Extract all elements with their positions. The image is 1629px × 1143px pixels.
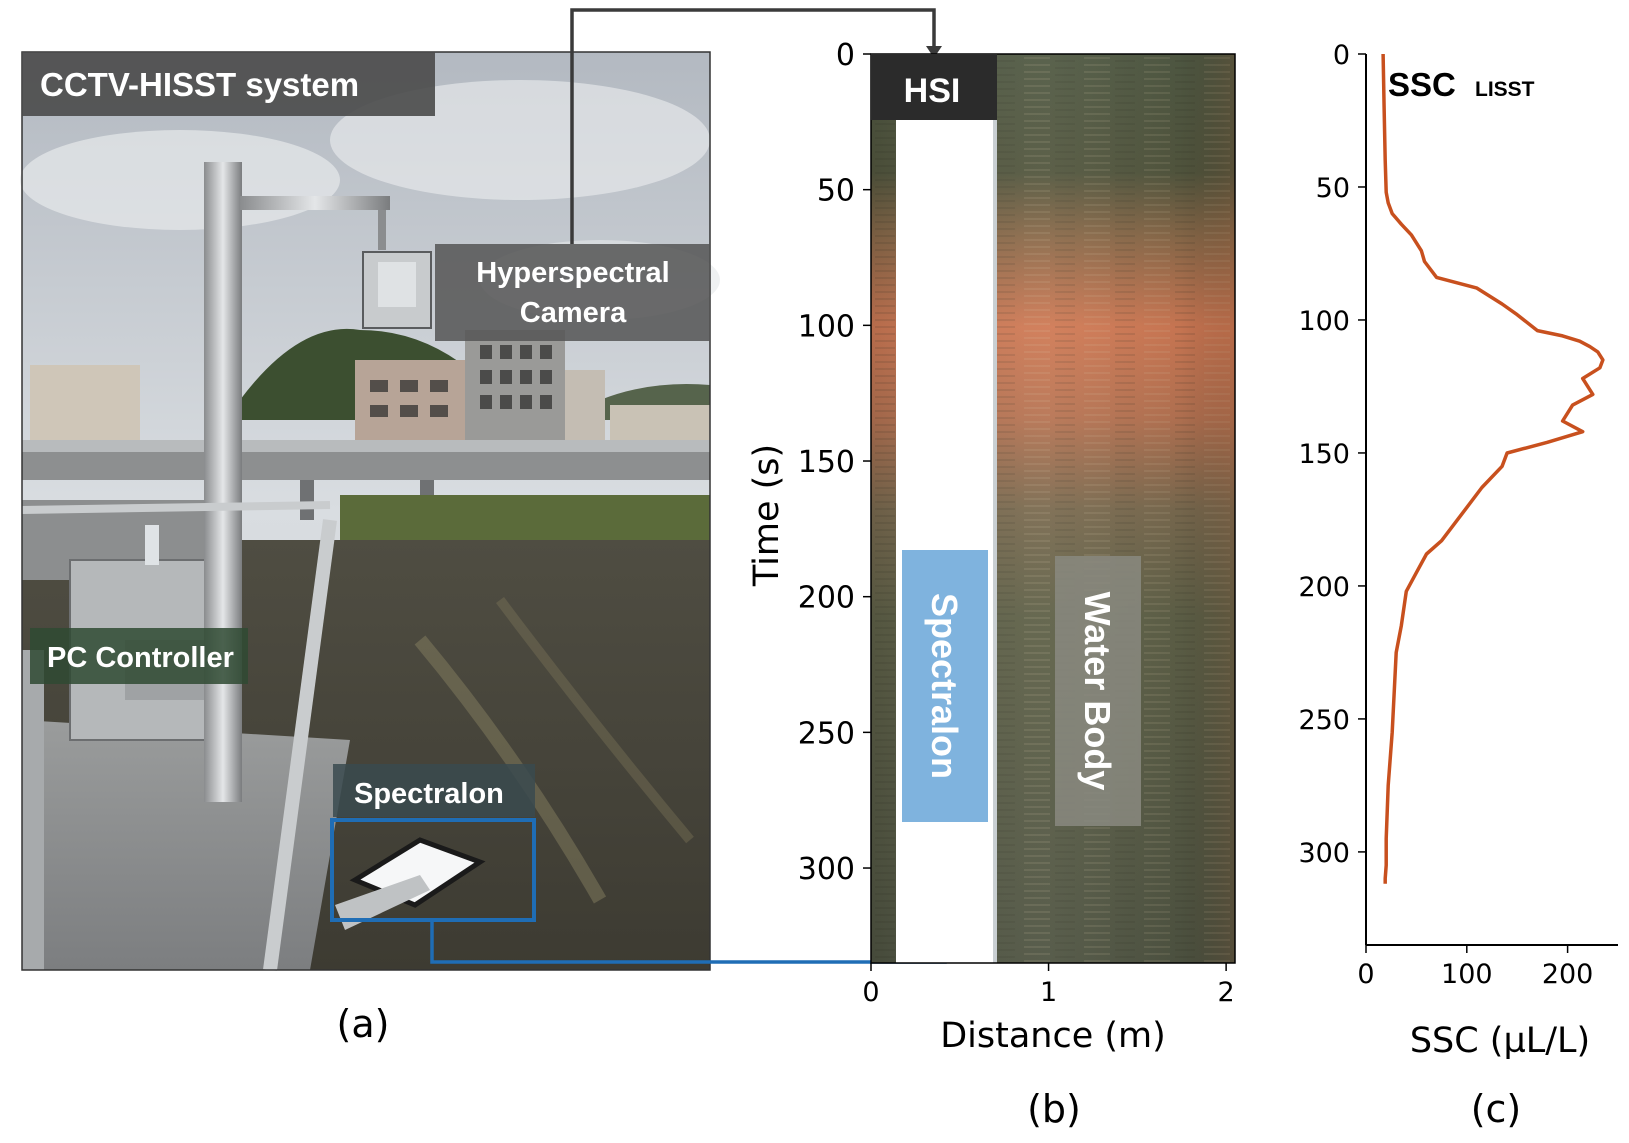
hsi-ytick-label: 200 [798, 581, 855, 616]
photo-camera-front [378, 262, 416, 307]
spectralon-photo-label: Spectralon [354, 778, 504, 810]
photo-handrail-top [21, 501, 331, 514]
ssc-ytick-label: 300 [1298, 838, 1350, 869]
photo-bridge-pier [300, 480, 314, 520]
camera-connector-arrow [926, 46, 942, 58]
ssc-ytick-label: 250 [1298, 705, 1350, 736]
hsi-label-bg [871, 54, 997, 120]
system-title: CCTV-HISST system [40, 66, 359, 103]
caption-c: (c) [1471, 1087, 1522, 1131]
ssc-xlabel: SSC (µL/L) [1410, 1021, 1590, 1061]
photo-panel [20, 51, 720, 971]
photo-cloud [20, 130, 340, 230]
hsi-plot-frame [870, 53, 1236, 964]
ssc-ytick-label: 100 [1298, 306, 1350, 337]
camera-label-bg [435, 244, 710, 341]
hsi-spectralon-strip [896, 54, 993, 963]
hsi-ytick-label: 50 [817, 174, 855, 209]
spectralon-strip-label-bg [902, 550, 988, 822]
photo-bridge-rail [22, 440, 710, 452]
photo-deck [22, 720, 350, 970]
hsi-ytick-label: 250 [798, 716, 855, 751]
ssc-ytick-label: 200 [1298, 572, 1350, 603]
ssc-title: SSC [1388, 66, 1456, 103]
photo-mast [204, 162, 242, 802]
camera-label-line2: Camera [520, 297, 627, 329]
hsi-ytick-label: 150 [798, 445, 855, 480]
photo-handrail [263, 519, 337, 971]
photo-mast-arm [240, 196, 390, 210]
photo-spectralon-arm [335, 875, 430, 930]
hsi-ytick-label: 300 [798, 852, 855, 887]
photo-mast-hanger [378, 210, 386, 250]
hsi-xtick-label: 0 [862, 977, 879, 1008]
water-body-label-bg [1055, 556, 1141, 826]
ssc-ytick-label: 150 [1298, 439, 1350, 470]
ssc-ytick-label: 0 [1333, 40, 1350, 71]
hsi-strip-edge [993, 54, 997, 963]
hsi-ylabel: Time (s) [747, 444, 787, 587]
photo-reeds [340, 495, 710, 545]
photo-windows [370, 345, 552, 417]
controller-label-bg [30, 628, 248, 684]
ssc-profile-line [1381, 53, 1605, 884]
photo-bridge [22, 450, 710, 480]
ssc-xtick-label: 0 [1357, 959, 1374, 990]
spectralon-photo-label-bg [333, 764, 535, 817]
ssc-xtick-label: 100 [1441, 959, 1493, 990]
spectralon-strip-label: Spectralon [924, 593, 965, 779]
water-body-label: Water Body [1077, 592, 1118, 791]
hsi-label: HSI [904, 72, 961, 110]
ssc-title-sub: LISST [1475, 78, 1535, 101]
caption-a: (a) [337, 1002, 390, 1046]
photo-bottle [145, 525, 159, 565]
hsi-xtick-label: 1 [1040, 977, 1057, 1008]
ssc-xtick-label: 200 [1542, 959, 1594, 990]
hsi-xtick-label: 2 [1218, 977, 1235, 1008]
hsi-xlabel: Distance (m) [940, 1016, 1166, 1056]
camera-label-line1: Hyperspectral [476, 257, 669, 289]
photo-sediment-plume [496, 596, 694, 844]
hsi-ytick-label: 100 [798, 309, 855, 344]
camera-connector [570, 8, 936, 244]
photo-post [22, 650, 44, 970]
system-title-bg [22, 52, 435, 116]
caption-b: (b) [1027, 1087, 1081, 1131]
ssc-ytick-label: 50 [1316, 173, 1350, 204]
hsi-ytick-label: 0 [836, 38, 855, 73]
hsi-plot [870, 53, 1236, 964]
controller-label: PC Controller [47, 642, 234, 674]
